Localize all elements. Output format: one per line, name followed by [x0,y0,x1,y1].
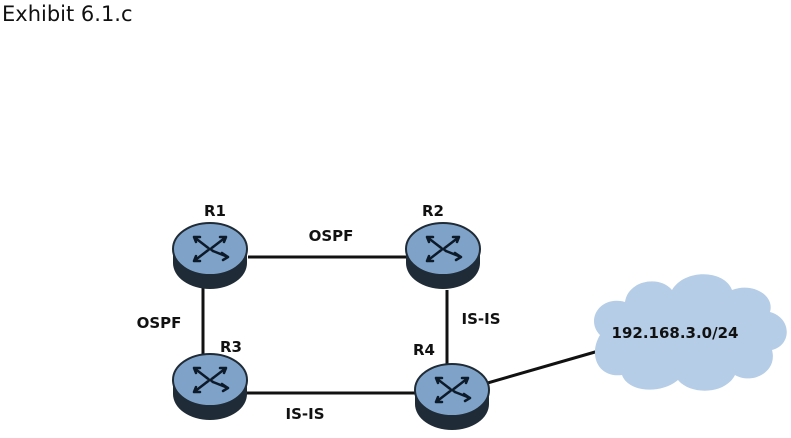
link-label-r3-r4: IS-IS [286,405,325,423]
router-r1 [171,221,249,291]
link-label-r2-r4: IS-IS [462,310,501,328]
link-label-r1-r2: OSPF [309,227,354,245]
link-r4-network [483,348,603,386]
router-r3 [171,352,249,422]
link-label-r1-r3: OSPF [137,314,182,332]
router-label-r4: R4 [413,341,435,359]
router-r2 [404,221,482,291]
router-label-r2: R2 [422,202,444,220]
router-r4 [413,362,491,432]
router-label-r1: R1 [204,202,226,220]
network-cloud: 192.168.3.0/24 [594,274,787,391]
router-label-r3: R3 [220,338,242,356]
network-label: 192.168.3.0/24 [612,324,739,342]
exhibit-title: Exhibit 6.1.c [2,2,133,26]
